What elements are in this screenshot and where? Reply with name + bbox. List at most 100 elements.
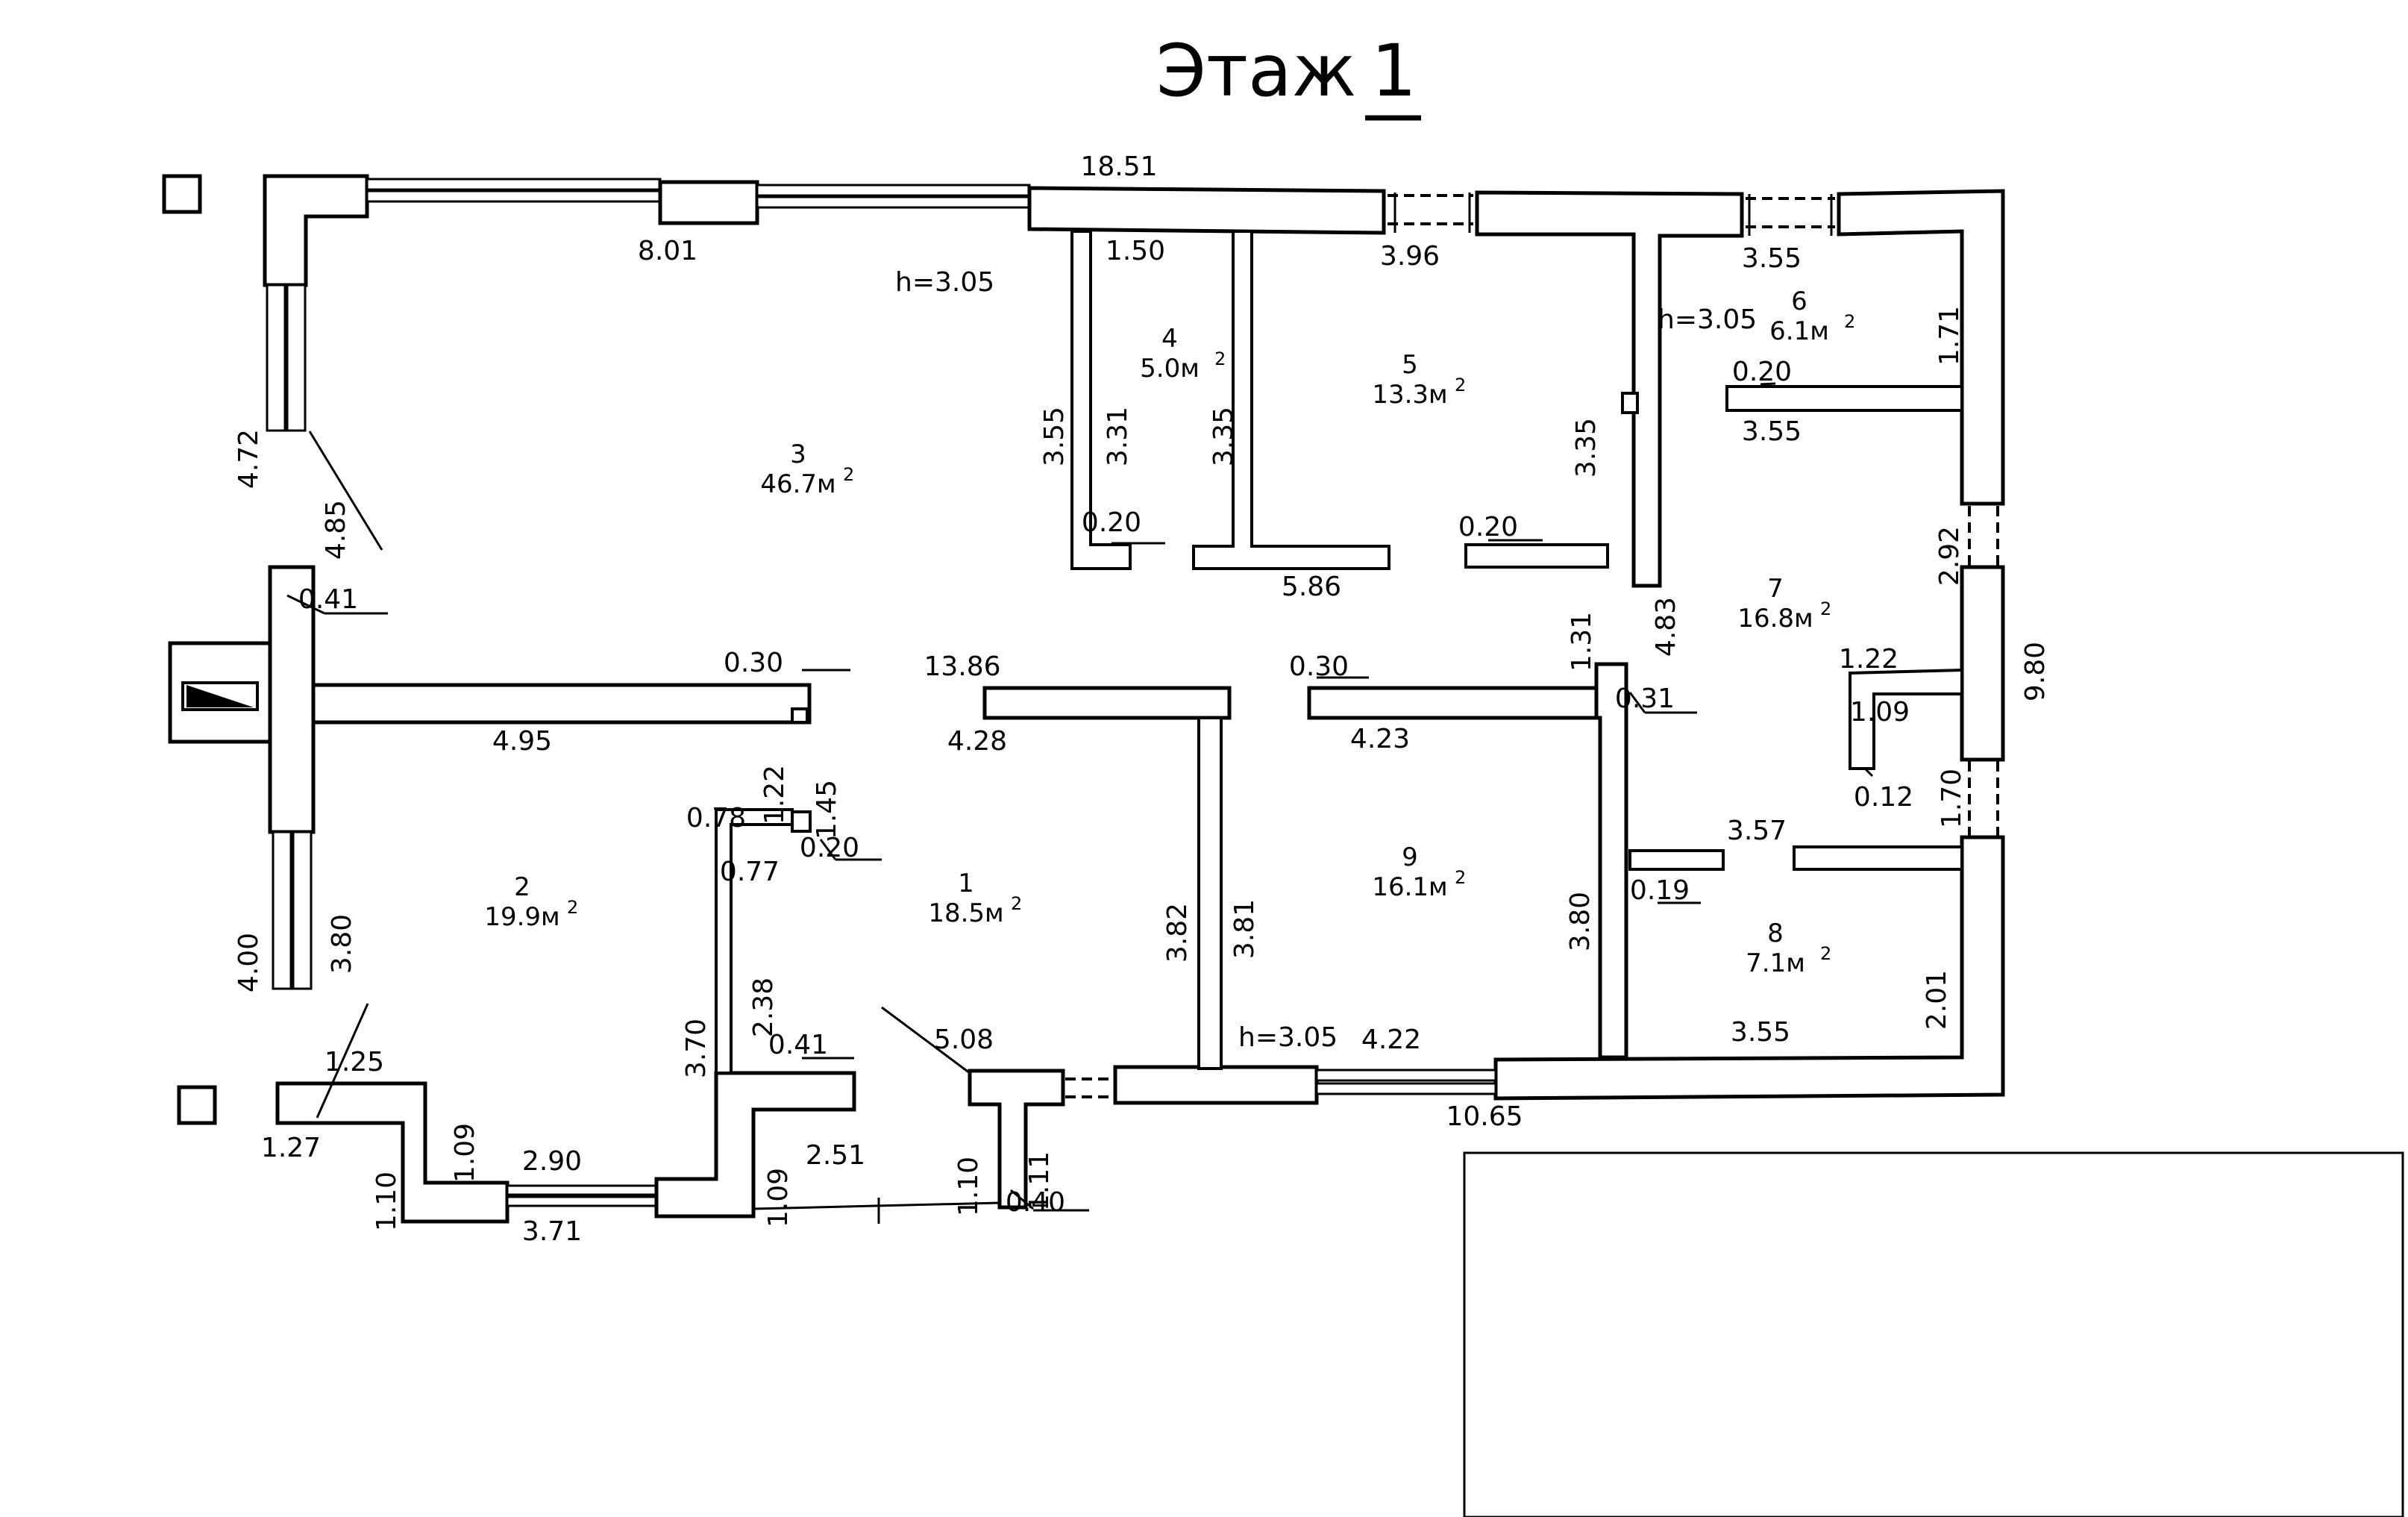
dimension-label: 13.86	[924, 651, 1000, 682]
door-swings	[308, 431, 1000, 1224]
room-number: 5	[1402, 350, 1418, 380]
dimension-label: 3.55	[1731, 1017, 1790, 1048]
dimension-label: 3.71	[522, 1216, 582, 1247]
dimension-label: 4.28	[947, 726, 1007, 757]
stove-icon	[168, 641, 272, 744]
dimension-label: 0.20	[1458, 512, 1518, 542]
dimension-label: 0.30	[1289, 651, 1349, 682]
room-number: 7	[1767, 574, 1784, 604]
dimension-label: 3.80	[327, 914, 357, 974]
dimension-label: 4.22	[1361, 1025, 1421, 1055]
dimension-label: 8.01	[638, 236, 697, 266]
area-unit-superscript: 2	[1455, 375, 1466, 395]
dimension-label: 3.35	[1208, 407, 1239, 466]
dimension-label: 3.80	[1565, 892, 1596, 951]
room-number: 3	[790, 440, 806, 469]
area-unit-superscript: 2	[1214, 348, 1226, 369]
dimension-label: 2.01	[1922, 970, 1952, 1030]
dimension-label: 1.09	[1850, 697, 1910, 728]
dimension-label: 10.65	[1446, 1101, 1523, 1132]
dimension-label: 3.55	[1039, 407, 1070, 466]
area-unit-superscript: 2	[1455, 867, 1466, 888]
dimension-label: 1.11	[1024, 1151, 1055, 1211]
corner-marker-bottom	[177, 1085, 217, 1125]
dimension-label: 0.20	[800, 833, 859, 863]
room-number: 4	[1161, 324, 1178, 354]
room-number: 8	[1767, 919, 1784, 948]
ceiling-height-label: h=3.05	[1238, 1022, 1338, 1053]
dimension-label: 0.20	[1732, 357, 1792, 387]
dimension-label: 1.70	[1937, 769, 1967, 828]
dimension-label: 0.41	[298, 584, 358, 615]
dimension-label: 3.81	[1229, 899, 1260, 959]
dimension-label: 4.00	[233, 933, 264, 992]
dimension-label: 0.40	[1006, 1187, 1065, 1218]
dimension-label: 3.31	[1103, 407, 1133, 466]
interior-walls	[311, 230, 1963, 1075]
plan-title: Этаж 1	[1156, 29, 1421, 121]
room-area: 13.3м	[1372, 380, 1447, 410]
dimension-label: 5.86	[1282, 572, 1341, 602]
area-unit-superscript: 2	[1844, 311, 1855, 332]
dimension-label: 3.35	[1571, 418, 1602, 478]
dimension-label: 1.71	[1934, 306, 1965, 366]
room-number: 9	[1402, 842, 1418, 872]
dimension-label: 1.22	[759, 765, 790, 825]
dimension-label: 0.12	[1854, 782, 1913, 813]
dimension-label: 2.90	[522, 1146, 582, 1177]
room-area: 46.7м	[760, 469, 835, 499]
dimension-label: 0.77	[720, 857, 780, 887]
dimension-label: 4.85	[321, 500, 351, 560]
exterior-walls	[263, 174, 2005, 1224]
dimension-label: 0.20	[1082, 507, 1141, 538]
ceiling-height-label: h=3.05	[895, 267, 994, 298]
dimension-label: 4.72	[233, 429, 264, 489]
dimension-label: 5.08	[934, 1025, 994, 1055]
dimension-label: 1.09	[763, 1168, 794, 1227]
dimension-label: 0.19	[1630, 875, 1690, 906]
stamp-frame	[1463, 1151, 2404, 1517]
area-unit-superscript: 2	[1011, 893, 1022, 914]
leader-lines	[286, 382, 1874, 1212]
title-label: Этаж	[1156, 29, 1356, 113]
ceiling-heights: h=3.05 h=3.05 h=3.05	[895, 267, 1757, 1053]
dimension-label: 4.23	[1350, 724, 1410, 754]
dimension-label: 18.51	[1080, 151, 1157, 182]
dimension-label: 1.27	[261, 1133, 321, 1163]
room-number: 1	[958, 869, 974, 898]
room-area: 6.1м	[1769, 316, 1829, 346]
room-area: 5.0м	[1140, 354, 1200, 384]
title-number: 1	[1371, 29, 1417, 113]
dimension-label: 3.57	[1727, 816, 1787, 846]
dimension-labels: 18.51 8.01 1.50 3.96 3.55 4.72 4.85 0.41 3.55 3.3…	[233, 151, 2051, 1247]
room-area: 19.9м	[484, 902, 559, 932]
room-number: 2	[514, 872, 530, 902]
dimension-label: 3.96	[1380, 241, 1440, 272]
dimension-label: 1.45	[812, 780, 842, 839]
dimension-label: 3.55	[1742, 243, 1802, 274]
dimension-label: 9.80	[2020, 642, 2051, 701]
area-unit-superscript: 2	[567, 897, 578, 918]
area-unit-superscript: 2	[1820, 598, 1831, 619]
dimension-label: 1.50	[1106, 236, 1165, 266]
dimension-label: 0.78	[686, 803, 746, 833]
dimension-label: 0.31	[1615, 684, 1675, 714]
dimension-label: 0.30	[724, 648, 783, 678]
dimension-label: 3.82	[1162, 903, 1193, 963]
dimension-label: 1.09	[450, 1123, 480, 1183]
dimension-label: 0.41	[768, 1030, 828, 1060]
dimension-label: 1.22	[1839, 644, 1899, 675]
dimension-label: 1.31	[1567, 612, 1597, 672]
dimension-label: 1.10	[953, 1157, 984, 1216]
corner-marker-top	[162, 174, 202, 214]
room-number: 6	[1791, 287, 1807, 316]
dimension-label: 4.95	[492, 726, 552, 757]
dimension-label: 3.55	[1742, 416, 1802, 447]
dimension-label: 2.51	[806, 1140, 865, 1171]
room-area: 7.1м	[1746, 948, 1805, 978]
dimension-label: 1.25	[324, 1047, 384, 1077]
room-area: 18.5м	[928, 898, 1003, 928]
dimension-label: 4.83	[1651, 597, 1681, 657]
